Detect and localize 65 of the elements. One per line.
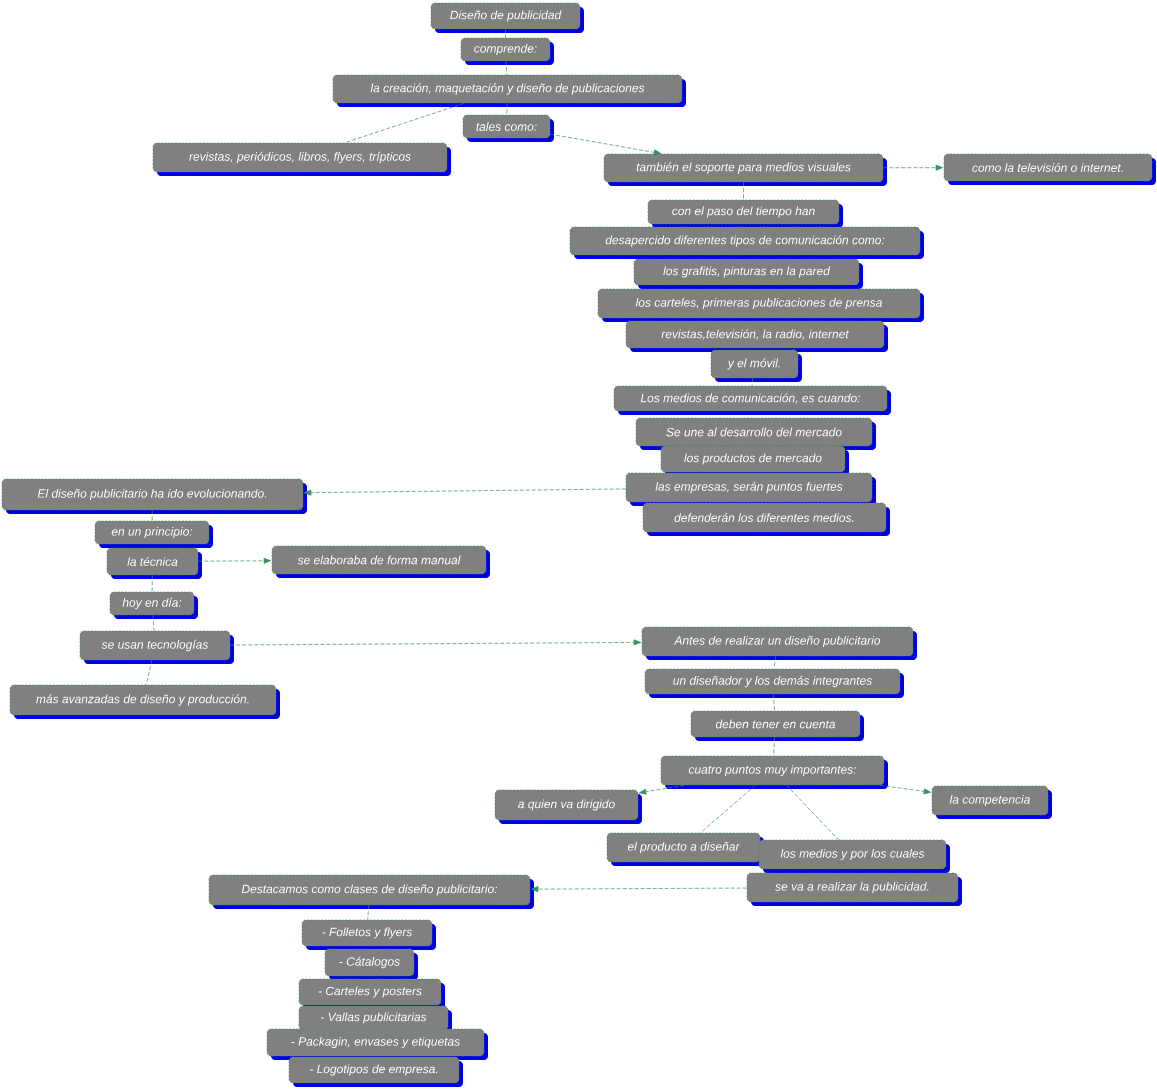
connector (773, 655, 776, 670)
connector (773, 693, 775, 712)
concept-box: deben tener en cuenta (690, 710, 864, 741)
concept-box: los productos de mercado (660, 445, 849, 476)
connector (506, 102, 508, 116)
concept-box: el producto a diseñar (606, 832, 764, 866)
concept-box: en un principio: (94, 520, 213, 548)
concept-box: la competencia (931, 785, 1052, 819)
connector (303, 488, 627, 496)
concept-box: se va a realizar la publicidad. (746, 872, 962, 906)
connector (530, 886, 748, 893)
concept-box: la técnica (106, 547, 202, 579)
concept-box: los carteles, primeras publicaciones de prensa (597, 288, 924, 322)
concept-box: Destacamos como clases de diseño publicitario: (208, 874, 534, 909)
connector (882, 164, 944, 171)
concept-box: hoy en día: (109, 591, 198, 619)
concept-box: El diseño publicitario ha ido evolucionando. (1, 478, 307, 514)
concept-box: Se une al desarrollo del mercado (635, 417, 876, 450)
concept-box: - Folletos y flyers (301, 919, 436, 950)
concept-box: - Vallas publicitarias (298, 1005, 452, 1034)
concept-box: - Logotipos de empresa. (288, 1056, 463, 1087)
connector (229, 639, 642, 646)
concept-box: se usan tecnologías (79, 630, 234, 664)
connector (773, 736, 775, 757)
concept-box: la creación, maquetación y diseño de publicaciones (332, 74, 686, 107)
concept-box: se elaboraba de forma manual (271, 545, 490, 578)
concept-box: tales como: (462, 114, 554, 142)
concept-box: a quien va dirigido (494, 789, 642, 824)
concept-box: también el soporte para medios visuales (603, 153, 887, 186)
concept-box: más avanzadas de diseño y producción. (9, 684, 280, 719)
connector (152, 614, 155, 632)
concept-box: las empresas, serán puntos fuertes (625, 472, 876, 506)
connector (197, 557, 272, 564)
connector (700, 784, 756, 834)
concept-box: Diseño de publicidad (430, 2, 584, 33)
connector (549, 133, 662, 156)
concept-box: un diseñador y los demás integrantes (644, 668, 904, 698)
concept-box: los grafitis, pinturas en la pared (633, 258, 863, 289)
concept-box: desapercido diferentes tipos de comunicación como: (569, 226, 924, 259)
connector (751, 377, 754, 387)
concept-box: cuatro puntos muy importantes: (660, 755, 888, 789)
concept-box: - Carteles y posters (298, 978, 445, 1009)
concept-box: - Cátalogos (324, 948, 418, 980)
concept-box: comprende: (460, 37, 554, 65)
concept-box: los medios y por los cuales (758, 839, 950, 873)
connector (505, 60, 508, 76)
concept-box: Los medios de comunicación, es cuando: (613, 385, 891, 415)
concept-box: Antes de realizar un diseño publicitario (641, 626, 917, 660)
concept-box: revistas,televisión, la radio, internet (625, 320, 888, 352)
concept-box: como la televisión o internet. (943, 153, 1156, 185)
connector (879, 784, 932, 795)
connector (146, 659, 153, 686)
connector (743, 181, 744, 201)
concept-box: revistas, periódicos, libros, flyers, trípticos (152, 142, 451, 176)
concept-box: defenderán los diferentes medios. (642, 502, 890, 536)
connector (505, 28, 506, 39)
connector (638, 784, 685, 795)
connector (151, 509, 153, 522)
connector (786, 784, 839, 841)
connector (151, 574, 153, 593)
concept-box: con el paso del tiempo han (647, 199, 843, 228)
connector (367, 904, 369, 921)
connector (344, 102, 465, 144)
concept-box: y el móvil. (710, 349, 802, 382)
concept-box: - Packagin, envases y etiquetas (266, 1028, 488, 1060)
